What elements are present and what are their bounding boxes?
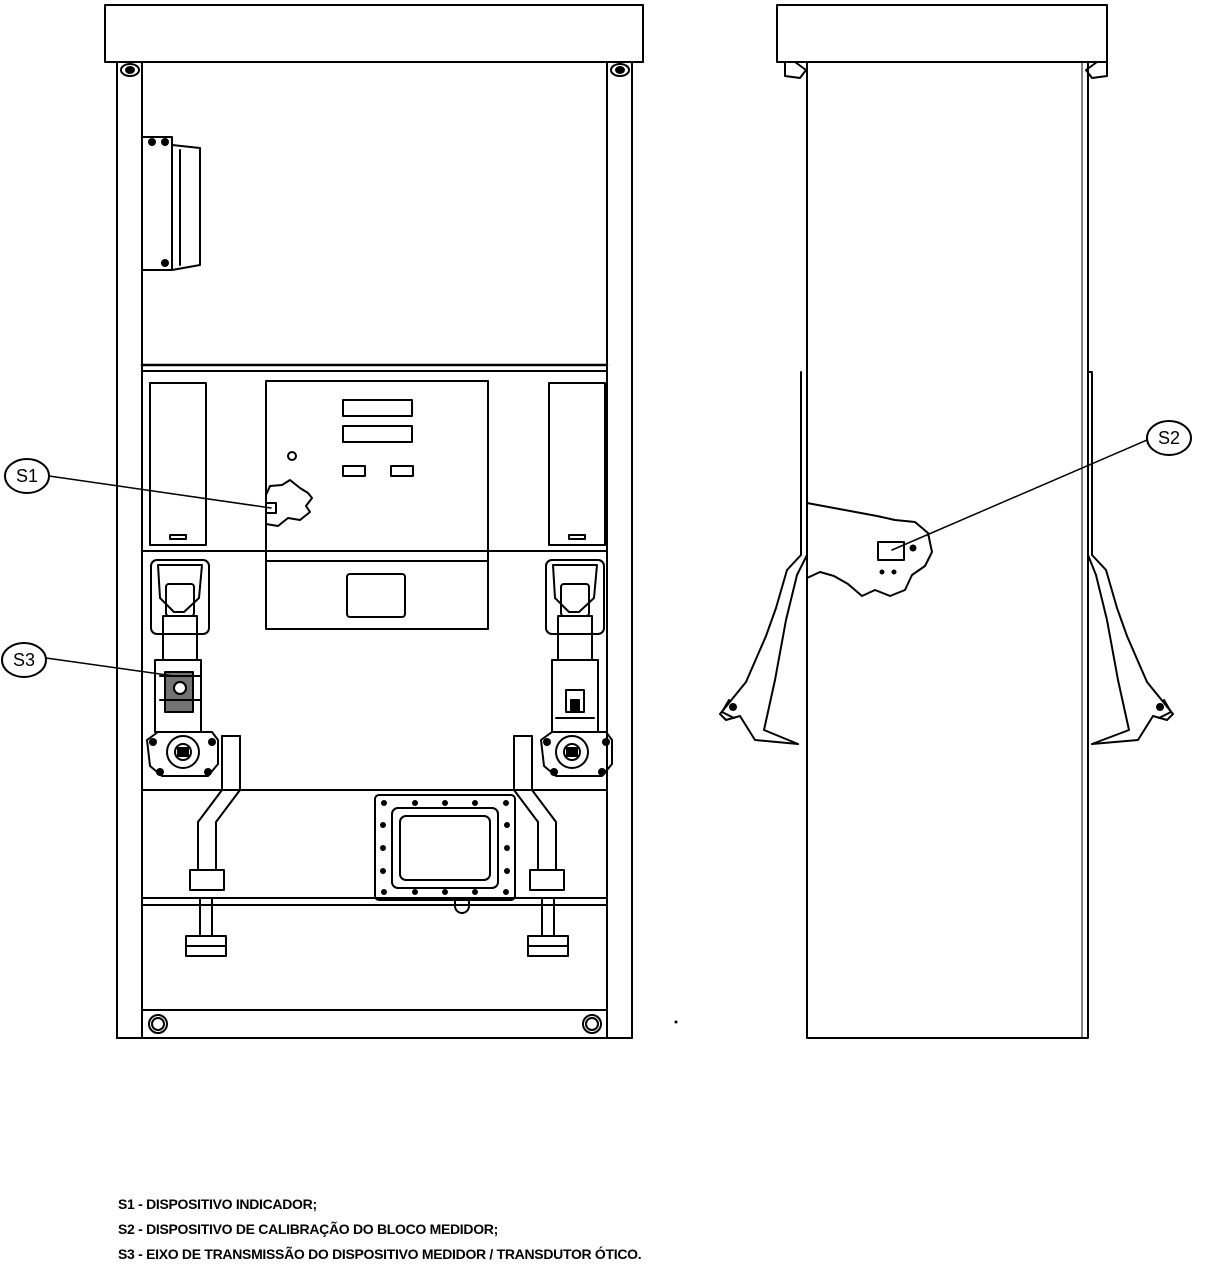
calibration-device: [877, 541, 905, 561]
callout-s3: S3: [1, 642, 175, 678]
junction-box: [374, 794, 516, 914]
callout-s2: S2: [891, 420, 1192, 551]
right-hydraulic-module: [540, 559, 613, 777]
legend-item-s1: S1 - DISPOSITIVO INDICADOR;: [118, 1196, 317, 1212]
left-pipe: [185, 735, 241, 957]
side-cutaway: [806, 502, 933, 597]
right-pipe: [513, 735, 569, 957]
side-right-housing: [1087, 371, 1174, 745]
legend-item-s3: S3 - EIXO DE TRANSMISSÃO DO DISPOSITIVO …: [118, 1246, 642, 1262]
callout-label-s1: S1: [16, 466, 38, 486]
callout-label-s2: S2: [1158, 428, 1180, 448]
display-panel: [265, 380, 489, 552]
front-right-column: [606, 61, 633, 1039]
side-canopy: [776, 4, 1108, 63]
dispenser-head: [141, 370, 608, 630]
side-column: [806, 61, 1089, 1039]
canopy-bolts: [120, 63, 630, 77]
callout-label-s3: S3: [13, 650, 35, 670]
callout-s1: S1: [4, 458, 272, 509]
legend: S1 - DISPOSITIVO INDICADOR; S2 - DISPOSI…: [118, 1192, 642, 1267]
door-handle: [142, 136, 201, 271]
front-left-column: [116, 61, 143, 1039]
front-view: [104, 4, 644, 1039]
side-view: [719, 4, 1174, 1039]
legend-item-s2: S2 - DISPOSITIVO DE CALIBRAÇÃO DO BLOCO …: [118, 1221, 498, 1237]
front-canopy: [104, 4, 644, 63]
price-display: [342, 399, 413, 417]
side-left-housing: [719, 371, 808, 745]
volume-display: [342, 425, 413, 443]
left-hydraulic-module: [146, 559, 219, 777]
base-bolts: [148, 1014, 602, 1034]
